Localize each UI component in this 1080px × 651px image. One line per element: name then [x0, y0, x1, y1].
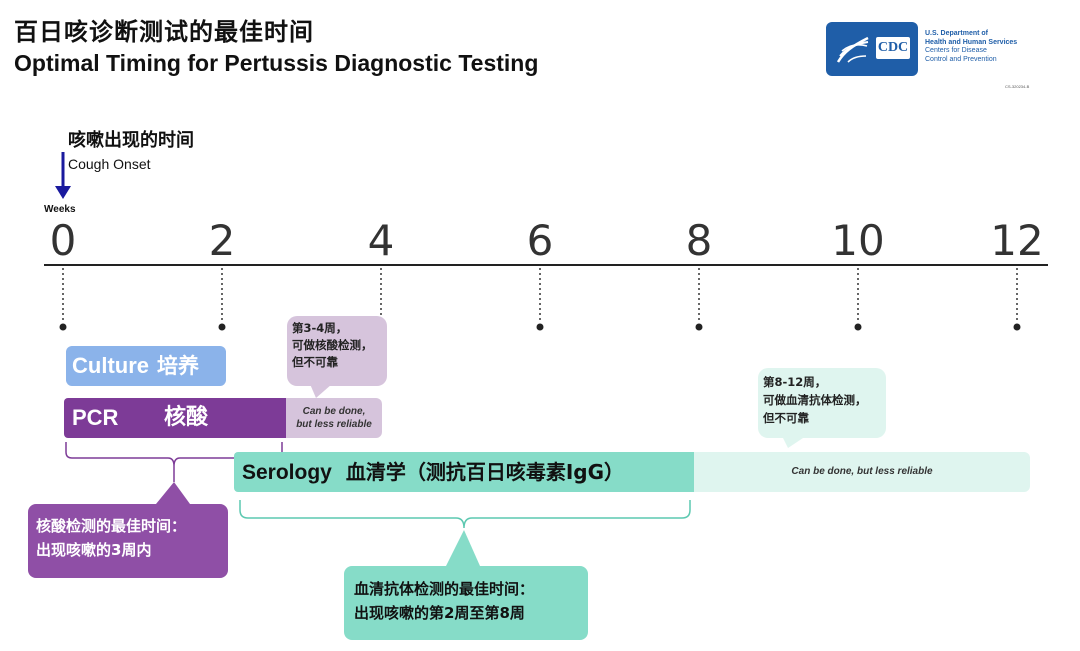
- tick-dot: [59, 323, 67, 331]
- title-english: Optimal Timing for Pertussis Diagnostic …: [14, 50, 539, 76]
- onset-arrow-head: [55, 186, 71, 199]
- pcr-ext-line-2: but less reliable: [296, 419, 372, 430]
- pcr-label-en: PCR: [72, 405, 119, 430]
- week-tick-label: 12: [990, 216, 1044, 265]
- tick-markers: [59, 268, 1021, 331]
- tick-dot: [536, 323, 544, 331]
- serology-bar: Serology 血清学（测抗百日咳毒素IgG）: [234, 452, 694, 492]
- pcr-less-reliable-bar: Can be done, but less reliable: [286, 398, 382, 438]
- pcr-callout-line-2: 出现咳嗽的3周内: [36, 541, 152, 559]
- serology-bubble-line-1: 第8-12周，: [763, 375, 827, 389]
- serology-bubble-line-3: 但不可靠: [763, 411, 809, 425]
- pcr-bubble-line-2: 可做核酸检测，: [292, 338, 373, 352]
- pcr-optimal-time-callout: 核酸检测的最佳时间： 出现咳嗽的3周内: [28, 504, 228, 578]
- serology-bracket: [239, 500, 691, 529]
- pcr-bubble-line-1: 第3-4周，: [292, 321, 348, 335]
- week-tick-label: 2: [208, 216, 236, 265]
- agency-line-1: U.S. Department of: [925, 30, 989, 37]
- agency-line-2: Health and Human Services: [925, 38, 1018, 46]
- cdc-badge: CDC: [876, 37, 910, 59]
- serology-optimal-time-callout: 血清抗体检测的最佳时间： 出现咳嗽的第2周至第8周: [344, 566, 588, 640]
- culture-label-en: Culture: [72, 353, 149, 378]
- agency-line-3: Centers for Disease: [925, 47, 987, 54]
- hhs-agency-text: U.S. Department of Health and Human Serv…: [925, 30, 1045, 64]
- week-tick-label: 8: [685, 216, 713, 265]
- pcr-ext-line-1: Can be done,: [302, 406, 366, 417]
- tick-dot: [695, 323, 703, 331]
- agency-line-4: Control and Prevention: [925, 55, 997, 63]
- tick-dot: [218, 323, 226, 331]
- pcr-label-cn: 核酸: [164, 405, 209, 430]
- serology-callout-pointer: [446, 530, 480, 566]
- week-tick-label: 6: [526, 216, 554, 265]
- tick-dot: [854, 323, 862, 331]
- culture-bar: Culture 培养: [66, 346, 226, 386]
- tick-dot: [1013, 323, 1021, 331]
- hhs-eagle-icon: [836, 36, 869, 63]
- serology-callout-line-1: 血清抗体检测的最佳时间：: [354, 580, 535, 598]
- week-tick-label: 4: [367, 216, 395, 265]
- serology-less-reliable-bar: Can be done, but less reliable: [694, 452, 1030, 492]
- weeks-axis-label: Weeks: [44, 204, 76, 215]
- cough-onset-label-cn: 咳嗽出现的时间: [68, 130, 194, 151]
- cough-onset-label-en: Cough Onset: [68, 156, 151, 172]
- pcr-weeks-3-4-bubble: 第3-4周， 可做核酸检测， 但不可靠: [287, 316, 387, 386]
- pcr-bubble-line-3: 但不可靠: [292, 355, 338, 369]
- serology-bubble-line-2: 可做血清抗体检测，: [763, 393, 867, 407]
- pcr-callout-line-1: 核酸检测的最佳时间：: [36, 517, 187, 535]
- serology-callout-line-2: 出现咳嗽的第2周至第8周: [354, 604, 525, 622]
- serology-bubble-tail: [782, 436, 806, 448]
- week-tick-label: 0: [49, 216, 77, 265]
- document-code: CS-320234-B: [1005, 84, 1030, 89]
- pcr-bubble-tail: [310, 384, 332, 398]
- serology-label-cn: 血清学（测抗百日咳毒素IgG）: [345, 460, 625, 484]
- serology-label-en: Serology: [242, 461, 332, 484]
- pcr-bar: PCR 核酸: [64, 398, 286, 438]
- pcr-callout-pointer: [156, 482, 190, 504]
- title-chinese: 百日咳诊断测试的最佳时间: [14, 18, 314, 46]
- serology-weeks-8-12-bubble: 第8-12周， 可做血清抗体检测， 但不可靠: [758, 368, 886, 438]
- culture-label-cn: 培养: [157, 354, 199, 378]
- cdc-logo: CDC: [826, 22, 918, 76]
- week-tick-label: 10: [831, 216, 885, 265]
